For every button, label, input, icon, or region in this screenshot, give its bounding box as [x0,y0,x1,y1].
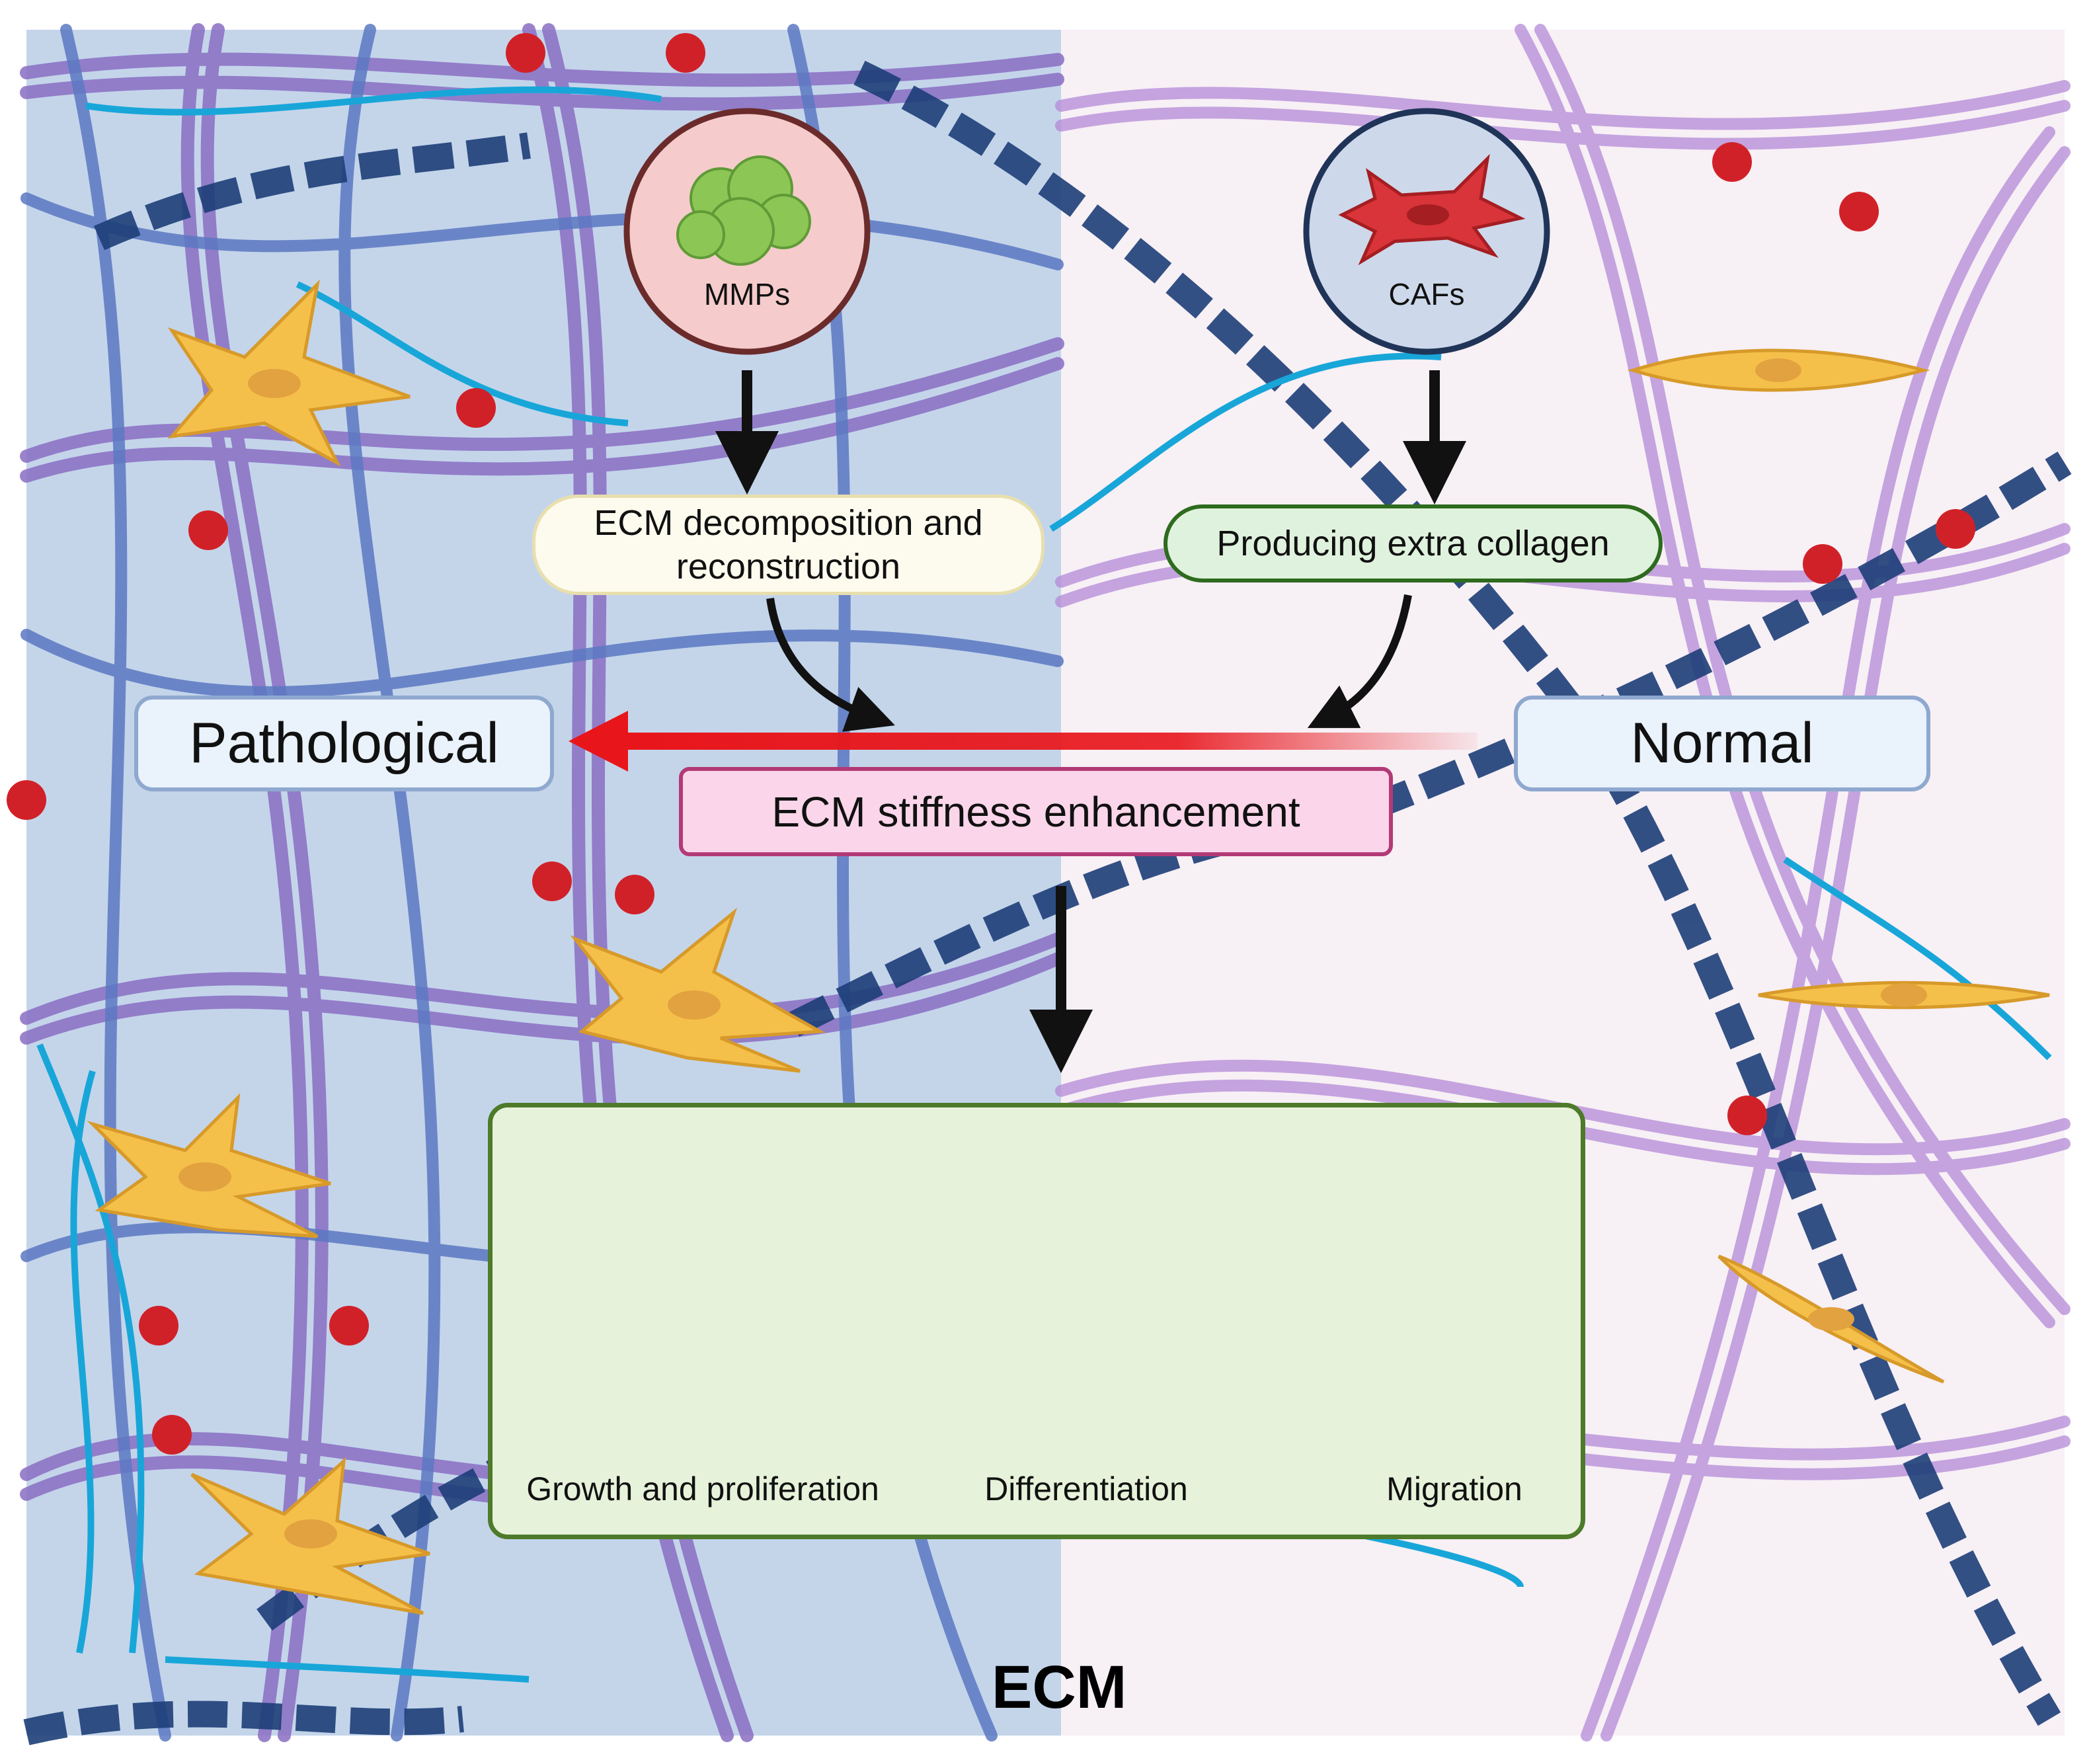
migration-label: Migration [1386,1470,1522,1507]
red-particles [7,33,1975,1455]
mmps-label: MMPs [703,277,791,311]
pathological-node: Pathological [134,696,554,791]
ecm-title: ECM [992,1654,1127,1721]
normal-node: Normal [1514,696,1930,791]
ecm-decomposition-node: ECM decomposition and reconstruction [532,495,1045,595]
normal-label: Normal [1630,711,1814,775]
extra-collagen-label: Producing extra collagen [1216,524,1610,563]
growth-label: Growth and proliferation [526,1470,879,1507]
caf-cell-icon [1338,153,1526,266]
stiffness-node: ECM stiffness enhancement [679,767,1393,856]
stiffness-label: ECM stiffness enhancement [771,787,1300,836]
outcomes-box [488,1103,1585,1539]
ecm-decomposition-label: ECM decomposition and reconstruction [594,503,983,586]
mmp-cluster-icon [676,155,811,266]
differentiation-label: Differentiation [984,1470,1188,1507]
pathological-label: Pathological [189,711,499,775]
fibroblast-nuclei [178,358,1927,1548]
extra-collagen-node: Producing extra collagen [1164,504,1663,582]
hyaluronan-strands [36,86,2052,1683]
flow-arrows [715,370,1466,1073]
mmps-node [623,108,871,355]
normal-to-pathological-arrow [569,711,1478,772]
cafs-node [1303,108,1550,355]
cafs-label: CAFs [1388,277,1465,311]
